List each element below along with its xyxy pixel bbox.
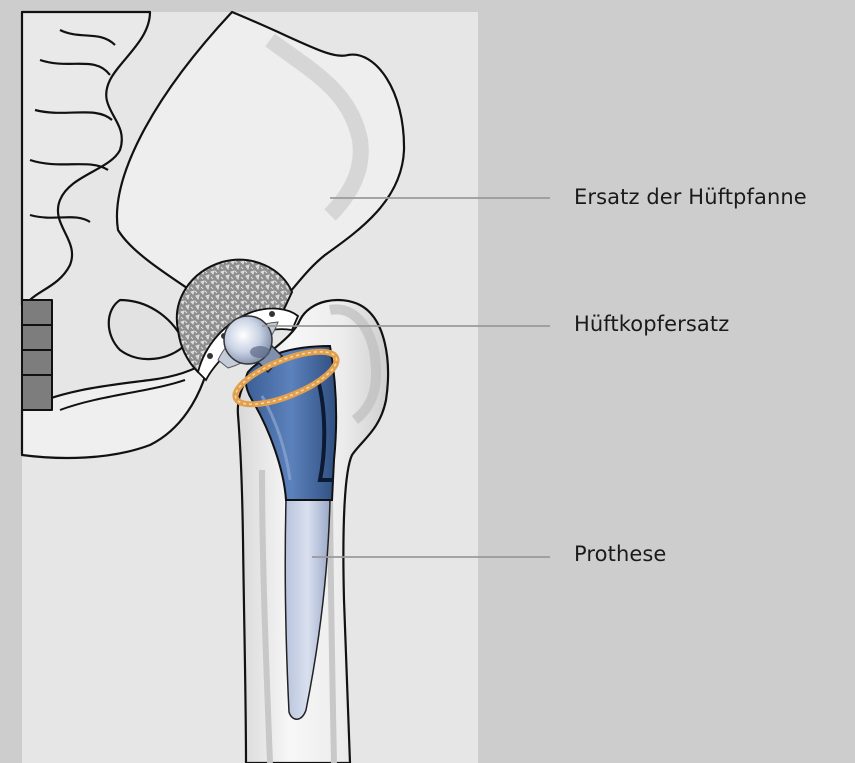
label-femoral-head-replacement: Hüftkopfersatz bbox=[574, 312, 729, 336]
label-acetabular-cup-replacement: Ersatz der Hüftpfanne bbox=[574, 185, 807, 209]
label-prosthesis: Prothese bbox=[574, 542, 666, 566]
